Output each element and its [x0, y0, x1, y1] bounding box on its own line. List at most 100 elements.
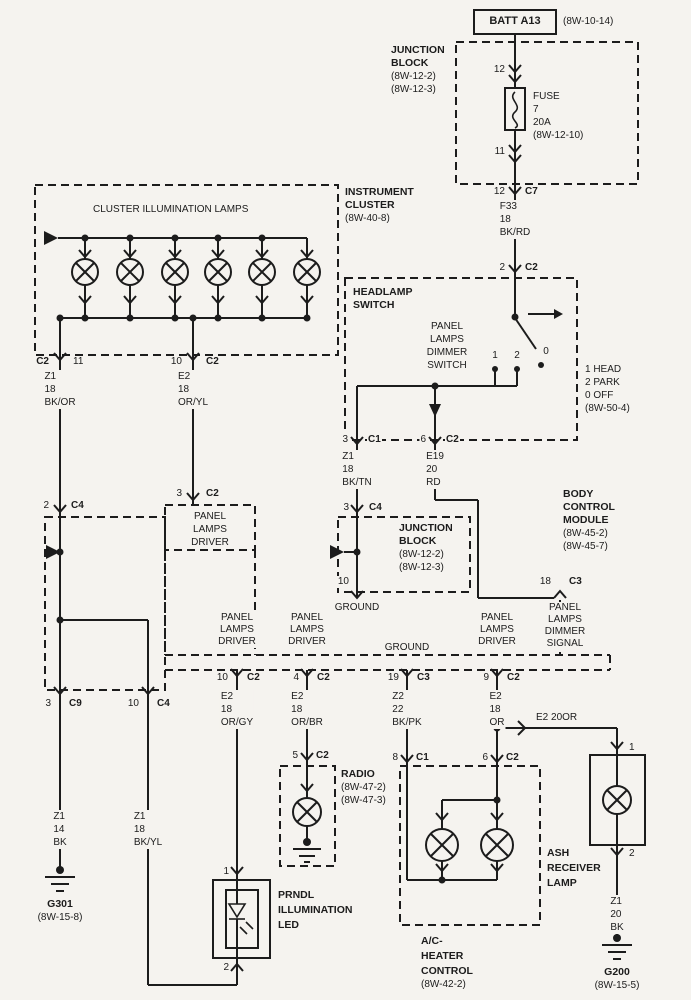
wire-label-line: 14 [53, 824, 65, 835]
wire-label-line: Z1 [44, 371, 57, 382]
bcm-dimmer-signal-label: PANEL LAMPS DIMMER SIGNAL [543, 602, 587, 650]
bcm-driver-stub-label: PANEL LAMPS DRIVER [190, 510, 230, 549]
wire-label-line: E19 [426, 451, 444, 462]
splice-out2-name: C4 [156, 698, 171, 710]
wire-label-line: OR/YL [177, 397, 209, 408]
driver-label-line: PANEL [480, 612, 514, 623]
conn-3c2-name: C2 [205, 488, 220, 500]
driver-label-line: PANEL [220, 612, 254, 623]
wire-label-line: BK/RD [499, 227, 531, 238]
wire-label-line: 18 [342, 464, 354, 475]
switch-position-2: 2 [513, 350, 521, 362]
switch-legend-line: 0 OFF [585, 390, 614, 401]
bus-pin4-name: C2 [506, 672, 521, 684]
bcm-in-pin: 18 [538, 576, 552, 588]
junction-block-2-pin-10: 10 [336, 576, 350, 588]
prndl-title-line: ILLUMINATION [278, 904, 353, 916]
wire-label-line: BK/YL [133, 837, 163, 848]
switch-legend-line: (8W-50-4) [585, 403, 630, 414]
junction-block-pin-11: 11 [493, 146, 506, 158]
radio-lamp-icon [292, 797, 322, 827]
junction-block-2-title: JUNCTION BLOCK (8W-12-2) (8W-12-3) [398, 522, 454, 574]
cluster-pin-left-num: 11 [72, 356, 85, 368]
splice-out2-pin: 10 [126, 698, 140, 710]
connector-chevrons [53, 64, 624, 972]
ground-symbols [45, 848, 632, 960]
conn-2c2-pin: 2 [498, 262, 506, 274]
fuse-label-line: (8W-12-10) [533, 130, 584, 141]
ground-g301-ref: (8W-15-8) [36, 912, 84, 924]
wire-label-z1-20bk: Z1 20 BK [609, 895, 625, 934]
wire-label-line: 18 [220, 704, 233, 715]
switch-position-0: 0 [542, 346, 550, 358]
junction-block-top-ref: (8W-12-2) [391, 71, 436, 82]
wire-label-line: 18 [133, 824, 145, 835]
radio-title: RADIO (8W-47-2) (8W-47-3) [340, 768, 387, 807]
instrument-cluster-title-line: CLUSTER [345, 199, 395, 211]
signal-label-line: LAMPS [548, 614, 582, 625]
junction-block-2-box [337, 516, 471, 593]
ac-conn2-name: C2 [505, 752, 520, 764]
bcm-driver-stub-box [164, 504, 256, 551]
ash-lamp-title: ASH RECEIVER LAMP [546, 846, 602, 891]
dimmer-switch-label-line: SWITCH [427, 360, 467, 371]
signal-label-line: PANEL [548, 602, 582, 613]
junction-block-top-box [455, 41, 639, 185]
cluster-lamp-icon [71, 258, 321, 286]
wire-label-z1-bkyl: Z1 18 BK/YL [132, 810, 164, 849]
conn-2c4-name: C4 [70, 500, 85, 512]
prndl-inner-box [225, 889, 259, 949]
conn-2c4-pin: 2 [42, 500, 50, 512]
instrument-cluster-title-line: INSTRUMENT [345, 186, 414, 198]
conn-3c4-pin: 3 [342, 502, 350, 514]
instrument-cluster-box [34, 184, 339, 356]
dimmer-switch-label-line: LAMPS [430, 334, 464, 345]
bus-ground-label: GROUND [383, 642, 431, 654]
wire-label-line: Z1 [610, 896, 622, 907]
feed-arrow-junction2 [330, 545, 344, 559]
wire-label-z1-14bk: Z1 14 BK [52, 810, 68, 849]
bcm-title-line: CONTROL [563, 501, 615, 513]
g200-ground-icon [602, 944, 632, 960]
wire-label-e2-20or: E2 20OR [535, 712, 579, 724]
bus-pin1-name: C2 [246, 672, 261, 684]
junction-dots [56, 234, 621, 942]
conn-c7-name: C7 [524, 186, 539, 198]
wire-label-line: OR/BR [291, 717, 323, 728]
ash-pin-top: 1 [628, 742, 636, 754]
junction-block-2-ground-label: GROUND [333, 602, 381, 614]
prndl-title-line: PRNDL [278, 889, 315, 901]
junction-block-2-title-line: BLOCK [399, 535, 437, 547]
bus-pin3-num: 19 [386, 672, 400, 684]
wire-label-line: E2 [291, 691, 304, 702]
ground-g200-name: G200 [603, 966, 631, 978]
bus-pin2-num: 4 [292, 672, 300, 684]
switch-legend-line: 1 HEAD [585, 364, 622, 375]
g301-ground-icon [45, 876, 75, 892]
wire-label-line: 20 [610, 909, 622, 920]
wire-label-line: E2 [220, 691, 234, 702]
lamp-symbols [71, 258, 632, 862]
wire-label-e2-orbr: E2 18 OR/BR [290, 690, 324, 729]
ac-heater-title-line: HEATER [421, 950, 464, 962]
wire-label-line: 22 [392, 704, 404, 715]
ac-heater-title-line: CONTROL [421, 965, 473, 977]
wire-label-z2-bkpk: Z2 22 BK/PK [391, 690, 423, 729]
conn-3c2-pin: 3 [175, 488, 183, 500]
wire-label-line: 20 [426, 464, 438, 475]
ac-conn1-pin: 8 [391, 752, 399, 764]
bus-pin2-name: C2 [316, 672, 331, 684]
fuse-label-line: FUSE [533, 91, 560, 102]
dimmer-wiper-arrow [429, 404, 441, 417]
wire-label-line: 18 [499, 214, 511, 225]
ash-lamp-icon [602, 785, 632, 815]
battery-ref: (8W-10-14) [562, 16, 615, 28]
bus-driver-label-2: PANEL LAMPS DRIVER [287, 612, 327, 648]
wire-label-line: RD [426, 477, 441, 488]
connector-chevron-right [517, 720, 527, 736]
wire-label-line: BK/PK [392, 717, 422, 728]
wire-label-line: BK [610, 922, 624, 933]
cluster-pin-right-name: C2 [205, 356, 220, 368]
connector-chevron-down [53, 64, 624, 876]
driver-label-line: DRIVER [478, 636, 516, 647]
